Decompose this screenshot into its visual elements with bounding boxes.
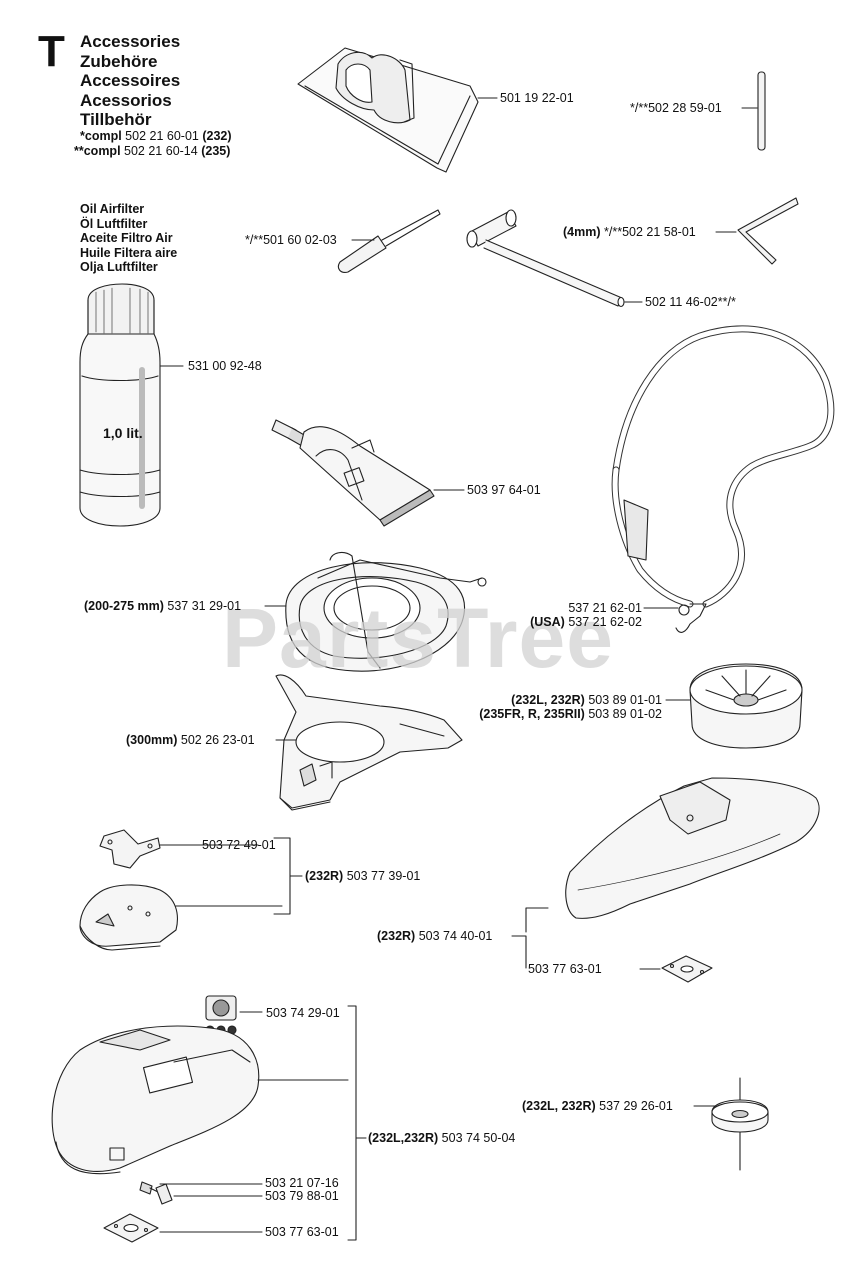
- callout-harness-usa[interactable]: (USA) 537 21 62-02: [530, 615, 642, 629]
- callout-oil-bottle[interactable]: 531 00 92-48: [188, 359, 262, 373]
- section-title-fr: Accessoires: [80, 71, 181, 90]
- section-titles: Accessories Zubehöre Accessoires Acessor…: [80, 32, 180, 130]
- callout-bag[interactable]: 501 19 22-01: [500, 91, 574, 105]
- callout-grease-tube[interactable]: 503 97 64-01: [467, 483, 541, 497]
- bracket-small-guard-kit: [273, 837, 303, 915]
- decal-drawing: [205, 995, 237, 1035]
- callout-screwdriver[interactable]: */**501 60 02-03: [245, 233, 337, 247]
- callout-trimmer-guard[interactable]: (200-275 mm) 537 31 29-01: [84, 599, 242, 613]
- oil-label-es: Aceite Filtro Air: [80, 231, 173, 246]
- grease-tube-drawing: [271, 419, 435, 527]
- watermark: PartsTree: [222, 591, 614, 685]
- callout-guard-kit[interactable]: (232L,232R) 503 74 50-04: [368, 1131, 516, 1145]
- trimmer-guard-drawing: [285, 551, 487, 672]
- harness-drawing: [611, 325, 835, 633]
- callout-support-cup[interactable]: (232L, 232R) 503 89 01-01: [511, 693, 662, 707]
- callout-support-cup-235[interactable]: (235FR, R, 235RII) 503 89 01-02: [479, 707, 662, 721]
- socket-wrench-drawing: [466, 209, 625, 308]
- callout-plate-bottom[interactable]: 503 77 63-01: [265, 1225, 339, 1239]
- oil-bottle-drawing: [79, 283, 161, 527]
- section-title-sv: Tillbehör: [80, 110, 152, 129]
- large-guard-drawing: [565, 777, 820, 919]
- callout-pin[interactable]: */**502 28 59-01: [630, 101, 722, 115]
- callout-washer[interactable]: (232L, 232R) 537 29 26-01: [522, 1099, 673, 1113]
- small-guard-drawing: [79, 884, 178, 951]
- section-title-en: Accessories: [80, 32, 181, 51]
- bottle-volume-label: 1,0 lit.: [103, 425, 143, 441]
- callout-large-guard[interactable]: (232R) 503 74 40-01: [377, 929, 493, 943]
- main-guard-drawing: [51, 1025, 260, 1175]
- section-title-es: Acessorios: [80, 90, 172, 110]
- plate-bottom-drawing: [103, 1213, 159, 1243]
- compl-line-2: **compl 502 21 60-14 (235): [74, 144, 231, 158]
- callout-clamp[interactable]: 503 79 88-01: [265, 1189, 339, 1203]
- callout-small-guard-kit[interactable]: (232R) 503 77 39-01: [305, 869, 421, 883]
- oil-airfilter-labels: Oil Airfilter Öl Luftfilter Aceite Filtr…: [80, 202, 177, 275]
- bracket-large-guard: [511, 935, 527, 969]
- hex-key-drawing: [737, 197, 799, 265]
- washer-drawing: [711, 1077, 769, 1171]
- bracket-guard-kit: [347, 1005, 367, 1241]
- callout-hex-key[interactable]: (4mm) */**502 21 58-01: [563, 225, 696, 239]
- blade-guard-drawing: [275, 674, 463, 811]
- clamp-drawing: [155, 1183, 173, 1205]
- callout-decal[interactable]: 503 74 29-01: [266, 1006, 340, 1020]
- oil-label-de: Öl Luftfilter: [80, 216, 148, 231]
- section-letter: T: [38, 27, 65, 76]
- screw-drawing: [139, 1181, 159, 1195]
- oil-label-en: Oil Airfilter: [80, 202, 145, 216]
- pin-drawing: [757, 71, 766, 151]
- callout-blade-guard[interactable]: (300mm) 502 26 23-01: [126, 733, 255, 747]
- plate-right-drawing: [661, 955, 713, 983]
- compl-line-1: *compl 502 21 60-01 (232): [80, 129, 232, 143]
- tool-bag-drawing: [297, 47, 479, 173]
- oil-label-sv: Olja Luftfilter: [80, 260, 158, 275]
- callout-plate-right[interactable]: 503 77 63-01: [528, 962, 602, 976]
- callout-socket-wrench[interactable]: 502 11 46-02**/*: [645, 295, 736, 309]
- callout-screw[interactable]: 503 21 07-16: [265, 1176, 339, 1190]
- oil-label-fr: Huile Filtera aire: [80, 245, 178, 260]
- callout-bracket[interactable]: 503 72 49-01: [202, 838, 276, 852]
- leader-large-guard: [525, 907, 549, 933]
- callout-harness[interactable]: 537 21 62-01: [568, 601, 642, 615]
- screwdriver-drawing: [337, 209, 441, 273]
- support-cup-drawing: [689, 663, 803, 749]
- section-title-de: Zubehöre: [80, 51, 158, 71]
- bracket-drawing: [99, 829, 161, 869]
